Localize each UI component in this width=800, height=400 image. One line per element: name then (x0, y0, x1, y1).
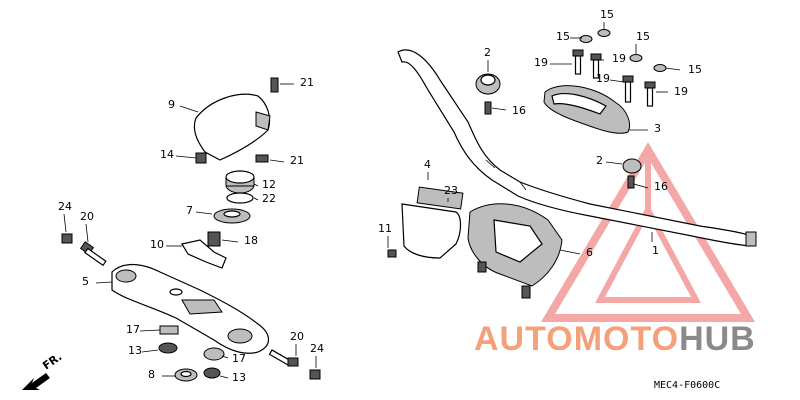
callout-label: 2 (484, 46, 491, 59)
callout-label: 17 (126, 323, 140, 336)
callout-label: 16 (512, 104, 526, 117)
callout-leader (139, 329, 161, 332)
diagram-code: MEC4-F0600C (654, 380, 720, 391)
callout-label: 20 (80, 210, 94, 223)
callout-label: 19 (534, 56, 548, 69)
callout-label: 4 (424, 158, 431, 171)
callout-leader (559, 249, 581, 255)
callout-label: 23 (444, 184, 458, 197)
callout-leader (605, 161, 623, 165)
callout-label: 17 (232, 352, 246, 365)
callout-label: 6 (586, 246, 593, 259)
handlebar-pipe (397, 49, 757, 247)
callout-leader (179, 105, 199, 113)
callout-label: 21 (300, 76, 314, 89)
callout-label: 22 (262, 192, 276, 205)
callout-label: 16 (654, 180, 668, 193)
callout-label: 9 (168, 98, 175, 111)
callout-leader (665, 67, 681, 71)
callout-label: 24 (310, 342, 324, 355)
callout-label: 13 (232, 371, 246, 384)
callout-label: 5 (82, 275, 89, 288)
callout-label: 13 (128, 344, 142, 357)
bolt-20-left (61, 233, 107, 267)
callout-label: 1 (652, 244, 659, 257)
callout-label: 15 (636, 30, 650, 43)
collars-and-nuts (158, 325, 225, 382)
callout-label: 19 (674, 85, 688, 98)
callout-label: 19 (596, 72, 610, 85)
callout-label: 14 (160, 148, 174, 161)
callout-leader (221, 355, 229, 359)
callout-label: 20 (290, 330, 304, 343)
callout-label: 15 (600, 8, 614, 21)
holder-bolts (572, 29, 667, 107)
callout-label: 11 (378, 222, 392, 235)
watermark-suffix: HUB (679, 320, 756, 358)
bushing-stack (213, 170, 255, 224)
callout-label: 3 (654, 122, 661, 135)
svg-text:AUTOMOTOHUB: AUTOMOTOHUB (474, 320, 756, 358)
callout-leader (85, 223, 89, 243)
switch-housing (387, 186, 563, 299)
callout-label: 18 (244, 234, 258, 247)
callout-leader (253, 183, 259, 187)
cover-9 (193, 77, 279, 164)
callout-leader (253, 197, 259, 201)
callout-leader (175, 155, 197, 159)
rubber-mount-upper (475, 73, 501, 115)
callout-label: 15 (556, 30, 570, 43)
bolt-20-right (268, 349, 321, 380)
callout-label: 7 (186, 204, 193, 217)
callout-leader (95, 281, 113, 284)
front-direction-arrow (22, 373, 50, 390)
callout-label: 19 (612, 52, 626, 65)
bracket-10 (181, 231, 227, 269)
callout-leader (195, 211, 213, 215)
callout-label: 2 (596, 154, 603, 167)
callout-leader (269, 159, 285, 163)
watermark-prefix: AUTOMOTO (474, 320, 679, 358)
callout-label: 8 (148, 368, 155, 381)
callout-leader (219, 375, 229, 379)
callout-leader (141, 349, 159, 353)
callout-label: 10 (150, 238, 164, 251)
callout-leader (491, 107, 507, 111)
callout-leader (633, 183, 649, 189)
callout-leader (63, 213, 67, 233)
callout-label: 24 (58, 200, 72, 213)
direction-label: FR. (40, 350, 64, 372)
watermark-text: AUTOMOTOHUB (474, 320, 756, 358)
callout-label: 21 (290, 154, 304, 167)
callout-label: 15 (688, 63, 702, 76)
callout-leader (609, 79, 625, 83)
rubber-mount-lower (622, 158, 642, 189)
callout-leader (221, 239, 239, 243)
callout-label: 12 (262, 178, 276, 191)
upper-handlebar-holder (543, 85, 630, 134)
lower-holder (111, 263, 270, 354)
